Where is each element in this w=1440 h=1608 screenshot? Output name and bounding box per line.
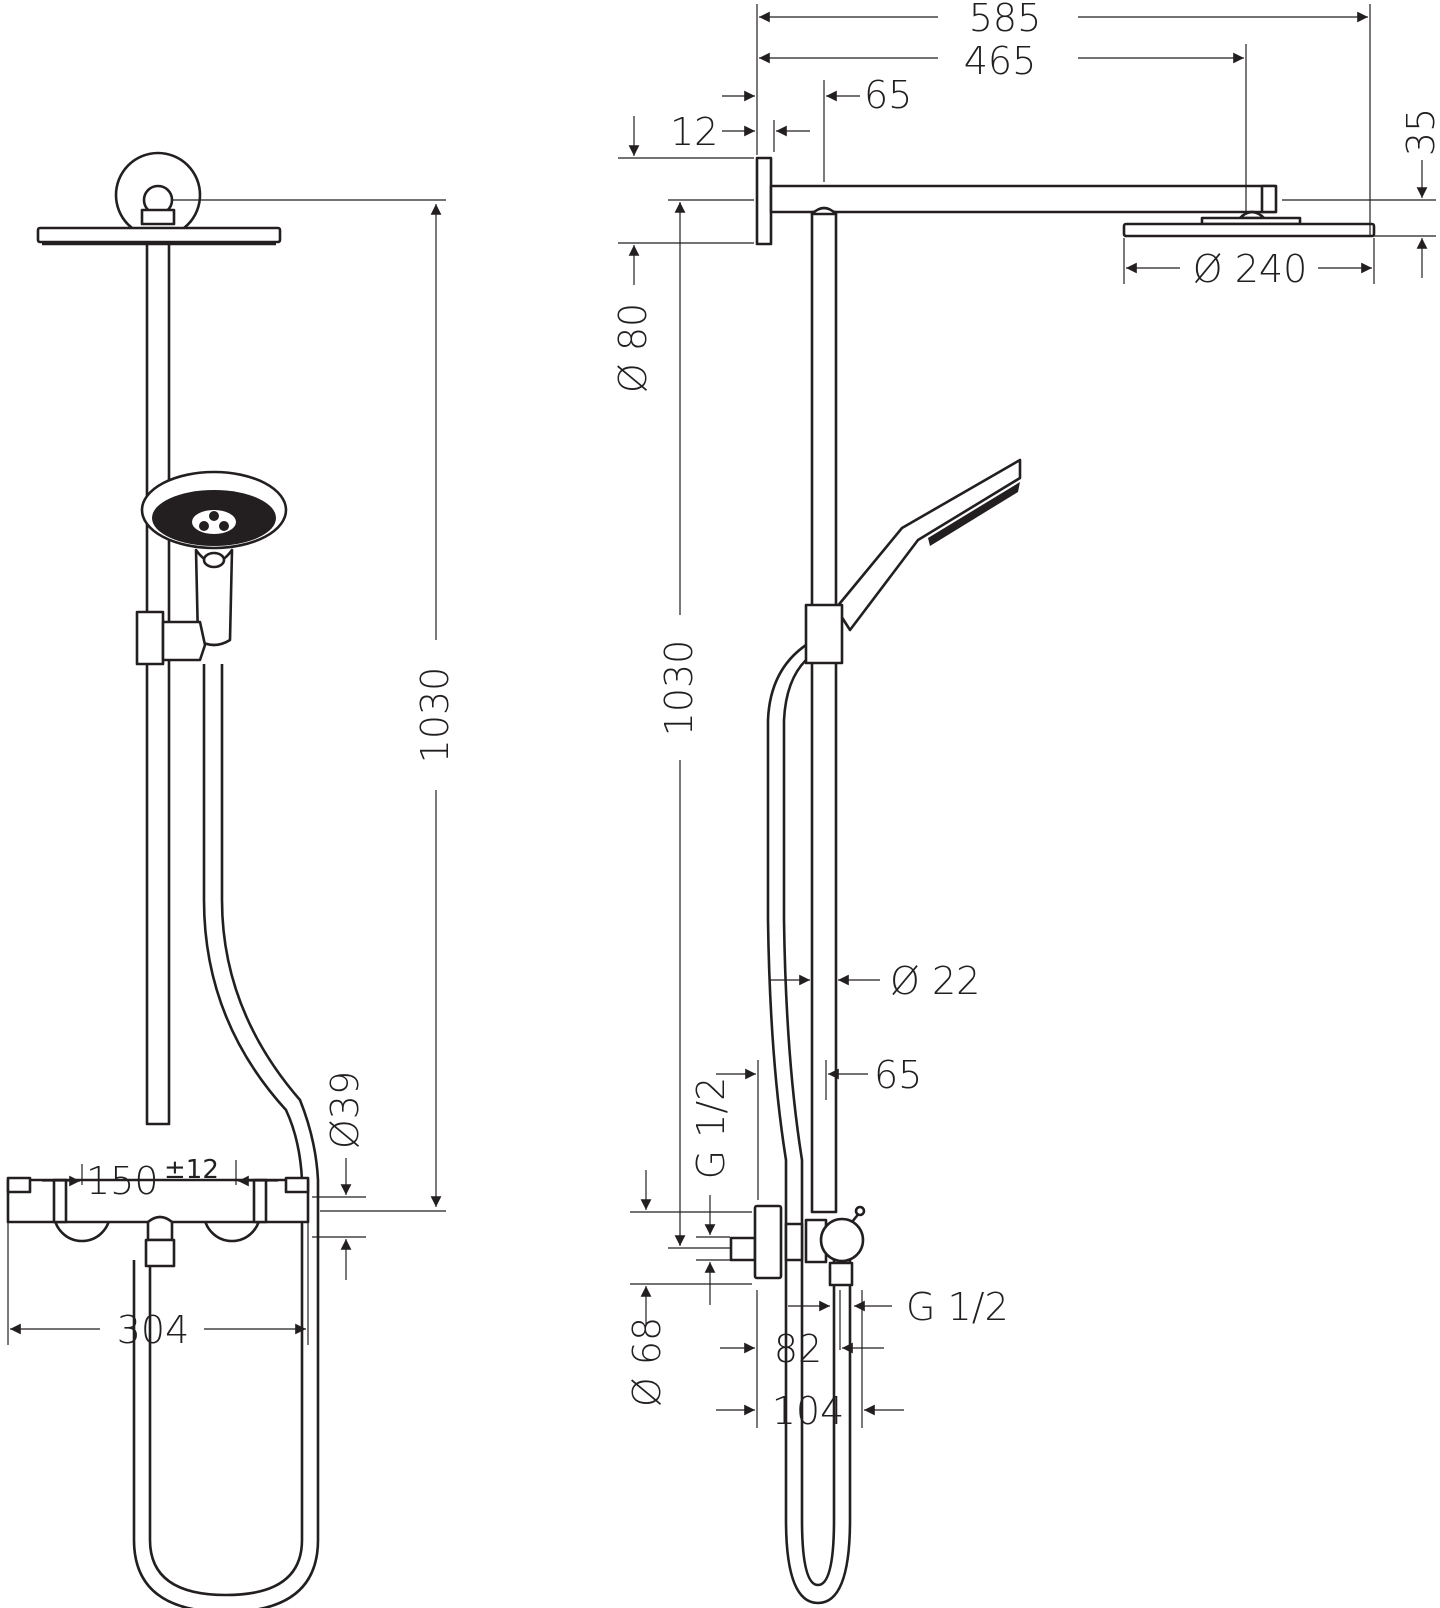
dim-mixer-diameter: Ø39 [312,1071,367,1280]
svg-text:Ø 80: Ø 80 [611,303,655,393]
dim-inlet-thread: G 1/2 [689,1077,733,1305]
mixer-side-icon [729,1204,866,1287]
svg-text:1030: 1030 [657,640,701,737]
dim-height-side: 1030 [657,199,754,1249]
riser-rail [145,242,171,1126]
svg-text:±12: ±12 [164,1155,219,1185]
svg-text:150: 150 [86,1159,159,1203]
dim-head-diameter: Ø 240 [1123,238,1375,291]
svg-text:65: 65 [864,73,912,117]
dim-rail-offset-bottom: 65 [716,1053,922,1200]
svg-text:12: 12 [670,110,718,154]
hose-side [766,643,852,1605]
hand-shower-side-icon [804,458,1022,665]
svg-text:Ø 68: Ø 68 [625,1317,669,1407]
wall-plate [755,156,773,246]
hose [148,664,304,1597]
svg-text:G 1/2: G 1/2 [906,1285,1009,1329]
dim-wall-plate-diameter: Ø 80 [611,116,754,393]
dim-rail-offset-top: 65 [722,73,912,182]
svg-text:82: 82 [774,1327,822,1371]
svg-text:Ø 22: Ø 22 [890,959,980,1003]
side-view: 585 465 65 12 Ø 80 [611,0,1440,1605]
dim-valve-centres: 150 ±12 [42,1155,278,1203]
svg-text:Ø 240: Ø 240 [1193,247,1308,291]
svg-text:585: 585 [969,0,1042,40]
dim-mixer-width: 304 [7,1222,309,1352]
svg-text:Ø39: Ø39 [323,1071,367,1149]
overhead-shower-side-icon [1122,210,1376,238]
dim-height-front: 1030 [172,199,457,1212]
overhead-shower-icon [36,151,282,246]
dim-wall-plate-thickness: 12 [670,110,810,154]
dim-arm-to-head: 465 [759,39,1247,212]
svg-text:1030: 1030 [413,667,457,764]
front-view: 1030 150 ±12 304 Ø39 [6,151,457,1608]
dim-overall-projection: 585 [756,0,1371,236]
svg-text:35: 35 [1399,108,1440,156]
dim-depth-104: 104 [716,1290,904,1433]
svg-text:304: 304 [117,1308,190,1352]
svg-text:465: 465 [964,39,1037,83]
dim-depth-82: 82 [720,1290,884,1428]
dim-escutcheon-diameter: Ø 68 [625,1170,752,1407]
svg-text:65: 65 [874,1053,922,1097]
svg-text:G 1/2: G 1/2 [689,1077,733,1180]
hand-shower-icon [135,470,288,666]
dim-outlet-thread: G 1/2 [788,1285,1009,1329]
thermostat-mixer-icon [6,1176,310,1268]
riser-rail-side [810,210,838,1214]
dim-head-height: 35 [1282,108,1440,278]
shower-arm [769,184,1277,214]
dim-rail-diameter: Ø 22 [770,959,980,1003]
svg-text:104: 104 [772,1389,845,1433]
